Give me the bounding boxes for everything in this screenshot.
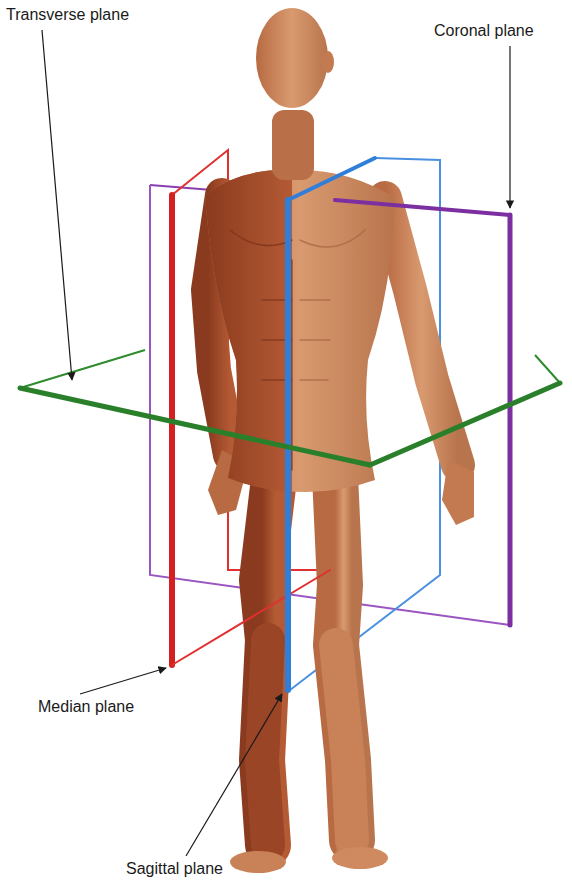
plane-name: Median plane: [36, 698, 136, 715]
head: [256, 8, 328, 108]
plane-back-edges: [20, 150, 560, 690]
left-foot: [230, 851, 286, 873]
leader-arrow: [80, 668, 166, 694]
human-figure: [205, 8, 474, 873]
sagittal-plane-edge: [288, 158, 375, 200]
muscle-lines: [230, 230, 365, 470]
leader-arrow: [186, 694, 282, 856]
plane-label: Median plane: [36, 698, 136, 716]
right-arm: [385, 198, 458, 465]
median-plane-edge: [172, 570, 330, 665]
transverse-plane-edge: [20, 350, 145, 388]
plane-label: Coronal plane: [432, 22, 536, 40]
coronal-plane-edge: [335, 200, 510, 215]
transverse-plane-edge: [535, 355, 560, 383]
median-plane-edge: [169, 195, 175, 665]
plane-label: Transverse plane: [4, 6, 131, 24]
right-foot: [332, 847, 388, 869]
plane-name: Coronal plane: [432, 22, 536, 39]
transverse-plane-edge: [20, 388, 370, 465]
plane-name: Transverse plane: [4, 6, 131, 23]
plane-name: Sagittal plane: [124, 860, 225, 877]
plane-front-edges: [20, 158, 560, 690]
transverse-plane-edge: [370, 383, 560, 465]
plane-label: Sagittal plane: [124, 860, 225, 878]
leader-lines: [42, 30, 510, 856]
left-leg: [262, 470, 275, 845]
left-lower-leg: [262, 640, 268, 845]
torso: [205, 170, 395, 492]
right-hand: [442, 460, 474, 525]
leader-arrow: [42, 30, 72, 380]
right-leg: [335, 475, 352, 840]
coronal-plane-edge: [508, 215, 513, 625]
neck: [272, 110, 314, 180]
right-lower-leg: [336, 645, 352, 840]
leader-arrow: [509, 46, 510, 208]
ear: [322, 51, 334, 73]
